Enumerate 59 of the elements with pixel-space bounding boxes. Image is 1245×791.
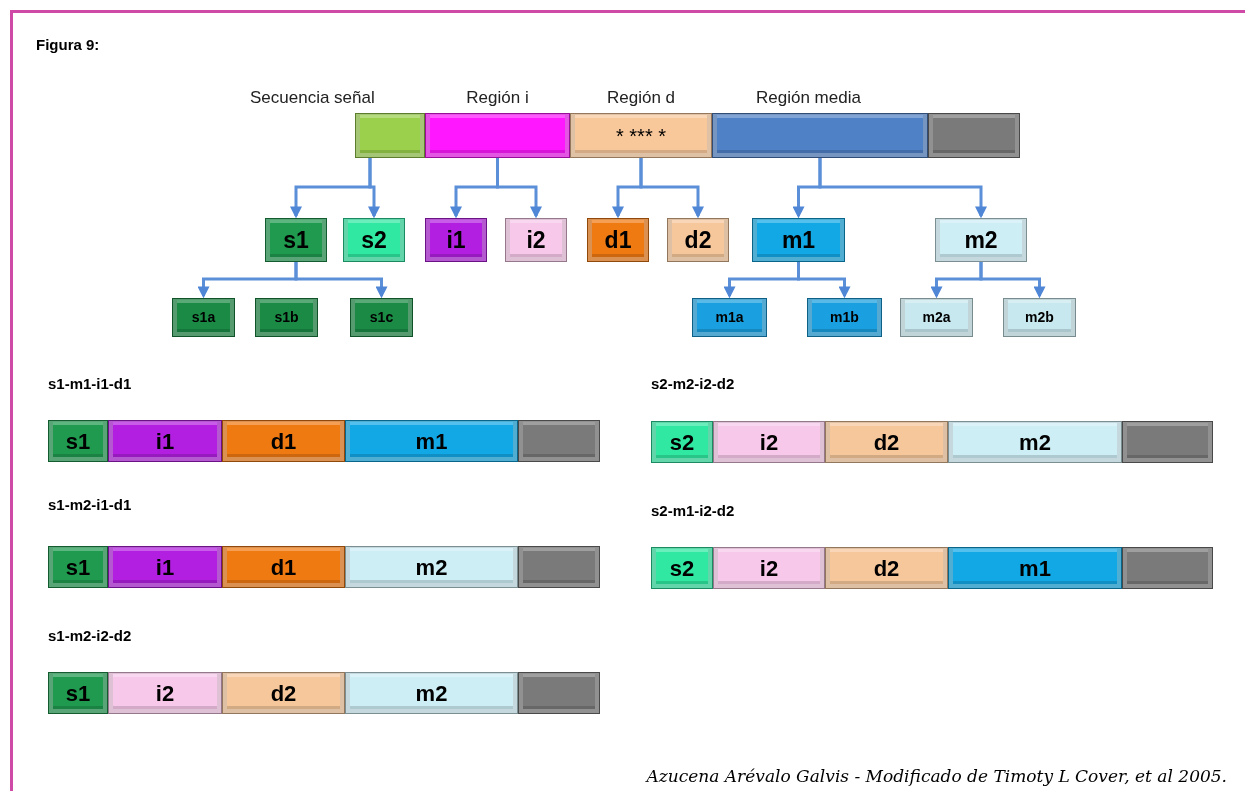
allele-segment: i2 — [713, 421, 825, 463]
site-marks: * *** * — [616, 123, 666, 149]
allele-segment: d2 — [222, 672, 345, 714]
tree-arrow — [368, 158, 380, 219]
allele-box: m1a — [692, 298, 767, 337]
allele-box: s1a — [172, 298, 235, 337]
combination-label: s1-m2-i1-d1 — [48, 495, 133, 515]
allele-segment: m2 — [948, 421, 1122, 463]
tree-arrow — [639, 158, 704, 219]
allele-box: m1 — [752, 218, 845, 262]
blank-segment — [518, 546, 600, 588]
allele-segment: i2 — [108, 672, 222, 714]
allele-segment: d2 — [825, 547, 948, 589]
region-heading: Región media — [756, 87, 861, 109]
allele-segment: s2 — [651, 547, 713, 589]
allele-segment: m2 — [345, 546, 518, 588]
allele-box: m1b — [807, 298, 882, 337]
blank-segment — [1122, 421, 1213, 463]
tree-arrow — [979, 262, 1046, 299]
allele-box: m2 — [935, 218, 1027, 262]
figure-title: Figura 9: — [36, 35, 100, 55]
blank-segment — [1122, 547, 1213, 589]
allele-segment: d1 — [222, 546, 345, 588]
allele-segment: i1 — [108, 420, 222, 462]
allele-segment: s1 — [48, 672, 108, 714]
allele-box: m2b — [1003, 298, 1076, 337]
allele-box: s1b — [255, 298, 318, 337]
allele-segment: m2 — [345, 672, 518, 714]
combination-label: s1-m2-i2-d2 — [48, 626, 133, 646]
blank-segment — [518, 420, 600, 462]
allele-box: s1c — [350, 298, 413, 337]
allele-segment: d2 — [825, 421, 948, 463]
allele-segment: i2 — [713, 547, 825, 589]
allele-segment: s1 — [48, 420, 108, 462]
blank-segment — [518, 672, 600, 714]
region-heading: Secuencia señal — [250, 87, 375, 109]
combination-label: s1-m1-i1-d1 — [48, 374, 133, 394]
allele-box: m2a — [900, 298, 973, 337]
blank-segment — [928, 113, 1020, 158]
allele-box: i1 — [425, 218, 487, 262]
combination-label: s2-m2-i2-d2 — [651, 374, 736, 394]
allele-segment: s1 — [48, 546, 108, 588]
credit-caption: Azucena Arévalo Galvis - Modificado de Timoty L Cover, et al 2005. — [646, 765, 1227, 788]
tree-arrow — [496, 158, 542, 219]
allele-segment: m1 — [948, 547, 1122, 589]
allele-segment: m1 — [345, 420, 518, 462]
allele-box: d2 — [667, 218, 729, 262]
allele-box: s2 — [343, 218, 405, 262]
allele-segment: d1 — [222, 420, 345, 462]
allele-box: i2 — [505, 218, 567, 262]
region-heading: Región i — [466, 87, 529, 109]
allele-segment: s2 — [651, 421, 713, 463]
combination-label: s2-m1-i2-d2 — [651, 501, 736, 521]
allele-segment: i1 — [108, 546, 222, 588]
region-heading: Región d — [606, 87, 676, 109]
allele-box: s1 — [265, 218, 327, 262]
allele-box: d1 — [587, 218, 649, 262]
tree-arrow — [294, 262, 388, 299]
tree-arrow — [818, 158, 987, 219]
